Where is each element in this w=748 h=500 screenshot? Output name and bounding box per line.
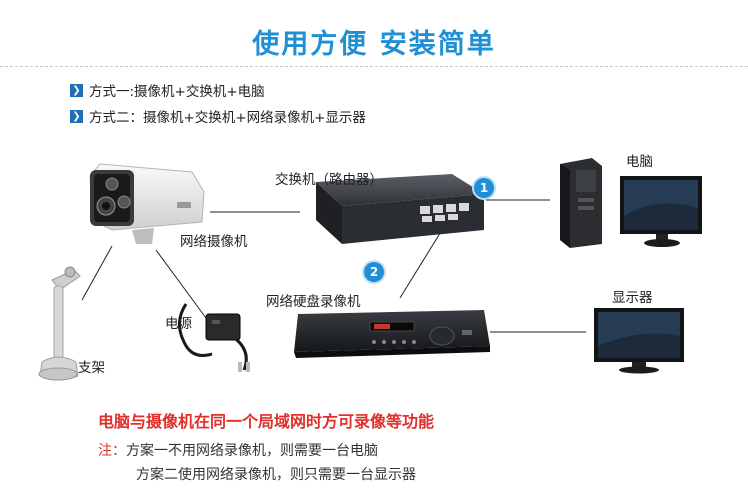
monitor-icon	[594, 308, 684, 374]
camera-power-line	[155, 249, 207, 319]
bracket-icon	[38, 266, 81, 381]
bracket-label: 支架	[78, 360, 105, 376]
camera-icon	[89, 163, 205, 244]
badge-2: 2	[364, 262, 384, 282]
power-label: 电源	[165, 316, 192, 332]
switch-router-icon	[316, 174, 484, 244]
method-1-text: 方式一:摄像机+交换机+电脑	[89, 84, 265, 100]
method-2: ❯ 方式二：摄像机+交换机+网络录像机+显示器	[70, 106, 366, 126]
note-line-2: 方案二使用网络录像机，则只需要一台显示器	[136, 467, 416, 483]
computer-icon	[560, 158, 702, 248]
method-1: ❯ 方式一:摄像机+交换机+电脑	[70, 80, 265, 100]
camera-label: 网络摄像机	[180, 234, 248, 250]
camera-bracket-line	[81, 245, 113, 301]
method-2-text: 方式二：摄像机+交换机+网络录像机+显示器	[89, 110, 366, 126]
switch-label: 交换机（路由器）	[275, 172, 383, 188]
power-adapter-icon	[178, 303, 250, 372]
feature-text: 电脑与摄像机在同一个局域网时方可录像等功能	[98, 412, 435, 431]
note-prefix: 注：	[98, 443, 126, 459]
chevron-right-icon: ❯	[70, 83, 83, 97]
computer-label: 电脑	[626, 154, 653, 170]
note-line-1: 注：方案一不用网络录像机，则需要一台电脑	[98, 440, 378, 460]
nvr-label: 网络硬盘录像机	[266, 294, 361, 310]
monitor-label: 显示器	[612, 290, 653, 306]
note-line-1-text: 方案一不用网络录像机，则需要一台电脑	[126, 443, 378, 459]
switch-nvr-line	[399, 229, 443, 299]
page-title: 使用方便 安装简单	[252, 29, 496, 60]
title-divider	[0, 66, 748, 67]
nvr-recorder-icon	[294, 310, 490, 358]
chevron-right-icon: ❯	[70, 109, 83, 123]
badge-1: 1	[474, 178, 494, 198]
